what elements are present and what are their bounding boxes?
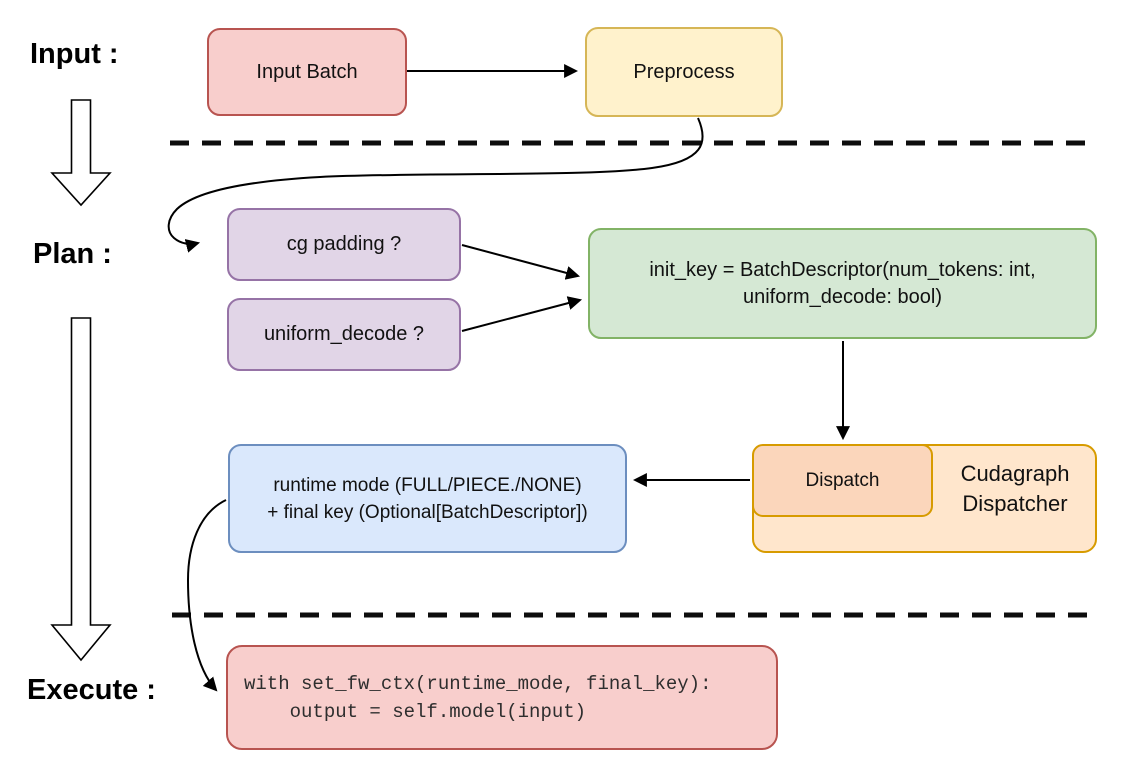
- execute-code-line2: output = self.model(input): [244, 700, 587, 723]
- node-init-key-line2: uniform_decode: bool): [742, 285, 942, 308]
- label-input-phase: Input :: [30, 38, 119, 70]
- arrow-runtime-to-execute: [186, 499, 227, 692]
- block-arrow-plan: [50, 317, 112, 662]
- node-dispatch: Dispatch: [752, 444, 933, 517]
- node-input-batch: Input Batch: [207, 28, 407, 116]
- cudagraph-line2: Dispatcher: [962, 491, 1068, 516]
- node-init-key-line1: init_key = BatchDescriptor(num_tokens: i…: [649, 258, 1036, 281]
- node-uniform-decode: uniform_decode ?: [227, 298, 461, 371]
- node-runtime-line2: + final key (Optional[BatchDescriptor]): [267, 501, 588, 523]
- node-preprocess: Preprocess: [585, 27, 783, 117]
- node-cudagraph-dispatcher-label: Cudagraph Dispatcher: [935, 459, 1095, 519]
- node-cg-padding-label: cg padding ?: [286, 233, 402, 255]
- label-plan-phase: Plan :: [33, 238, 112, 270]
- node-preprocess-label: Preprocess: [633, 60, 735, 83]
- node-runtime-line1: runtime mode (FULL/PIECE./NONE): [273, 474, 582, 496]
- node-runtime-mode: runtime mode (FULL/PIECE./NONE) + final …: [228, 444, 627, 553]
- node-init-key: init_key = BatchDescriptor(num_tokens: i…: [588, 228, 1097, 339]
- node-input-batch-label: Input Batch: [256, 60, 358, 83]
- arrow-uniformdecode-to-initkey: [461, 296, 583, 332]
- node-uniform-decode-label: uniform_decode ?: [263, 323, 425, 345]
- arrow-cgpadding-to-initkey: [461, 244, 581, 280]
- block-arrow-input: [50, 99, 112, 207]
- node-dispatch-label: Dispatch: [805, 470, 880, 491]
- node-execute-code: with set_fw_ctx(runtime_mode, final_key)…: [226, 645, 778, 750]
- label-execute-phase: Execute :: [27, 674, 156, 706]
- node-cg-padding: cg padding ?: [227, 208, 461, 281]
- execute-code-line1: with set_fw_ctx(runtime_mode, final_key)…: [244, 672, 712, 695]
- cudagraph-line1: Cudagraph: [960, 461, 1070, 486]
- arrow-preprocess-to-cgpadding: [167, 117, 704, 253]
